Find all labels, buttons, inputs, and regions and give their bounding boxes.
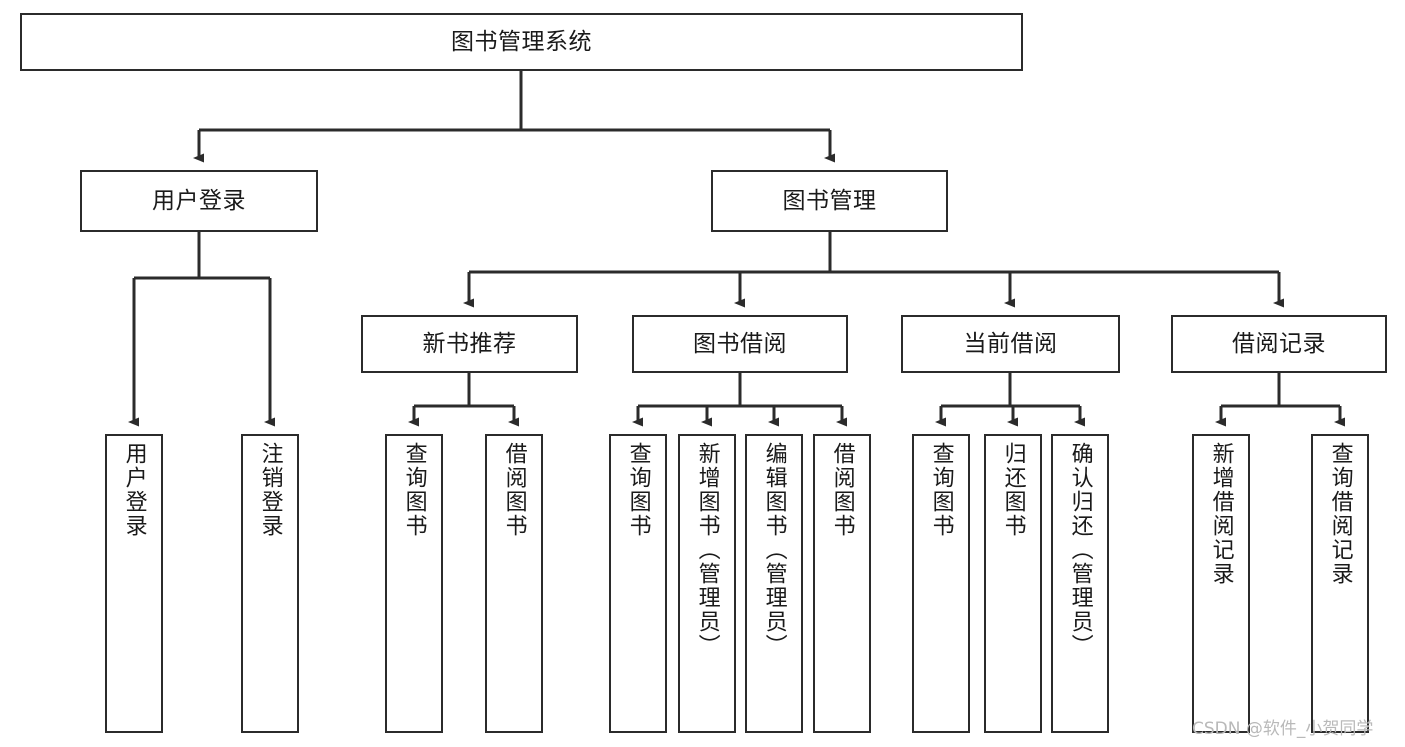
node-label: 新增图书（管理员） [694, 442, 720, 658]
node-leaf-user-login[interactable]: 用户登录 [105, 434, 163, 733]
node-label: 借阅图书 [829, 442, 855, 538]
csdn-watermark: CSDN @软件_小贺同学 [1192, 719, 1374, 739]
node-label: 新书推荐 [422, 330, 517, 357]
node-label: 查询图书 [928, 442, 954, 538]
node-leaf-confirm-return[interactable]: 确认归还（管理员） [1051, 434, 1109, 733]
node-label: 当前借阅 [963, 330, 1058, 357]
node-label: 图书借阅 [693, 330, 787, 357]
node-leaf-edit-book[interactable]: 编辑图书（管理员） [745, 434, 803, 733]
node-leaf-borrow-book-recommend[interactable]: 借阅图书 [485, 434, 543, 733]
node-label: 查询借阅记录 [1327, 442, 1353, 586]
node-current-borrow[interactable]: 当前借阅 [901, 315, 1120, 373]
node-label: 确认归还（管理员） [1067, 442, 1093, 658]
node-label: 查询图书 [625, 442, 651, 538]
node-new-book-recommend[interactable]: 新书推荐 [361, 315, 578, 373]
node-leaf-query-book-current[interactable]: 查询图书 [912, 434, 970, 733]
node-label: 图书管理 [782, 187, 877, 214]
node-label: 归还图书 [1000, 442, 1026, 538]
node-label: 用户登录 [152, 187, 246, 214]
node-label: 用户登录 [121, 442, 147, 538]
node-leaf-borrow-book[interactable]: 借阅图书 [813, 434, 871, 733]
node-label: 编辑图书（管理员） [761, 442, 787, 658]
node-leaf-query-book-borrow[interactable]: 查询图书 [609, 434, 667, 733]
node-label: 借阅记录 [1232, 330, 1326, 357]
node-leaf-logout[interactable]: 注销登录 [241, 434, 299, 733]
node-root-book-management-system[interactable]: 图书管理系统 [20, 13, 1023, 71]
node-book-management[interactable]: 图书管理 [711, 170, 948, 232]
node-leaf-query-borrow-record[interactable]: 查询借阅记录 [1311, 434, 1369, 733]
node-leaf-query-book-recommend[interactable]: 查询图书 [385, 434, 443, 733]
node-book-borrow[interactable]: 图书借阅 [632, 315, 848, 373]
node-label: 注销登录 [257, 442, 283, 538]
node-borrow-records[interactable]: 借阅记录 [1171, 315, 1387, 373]
node-leaf-add-borrow-record[interactable]: 新增借阅记录 [1192, 434, 1250, 733]
node-leaf-add-book[interactable]: 新增图书（管理员） [678, 434, 736, 733]
node-user-login[interactable]: 用户登录 [80, 170, 318, 232]
node-label: 借阅图书 [501, 442, 527, 538]
node-label: 新增借阅记录 [1208, 442, 1234, 586]
node-leaf-return-book[interactable]: 归还图书 [984, 434, 1042, 733]
node-label: 查询图书 [401, 442, 427, 538]
node-label: 图书管理系统 [451, 28, 592, 55]
